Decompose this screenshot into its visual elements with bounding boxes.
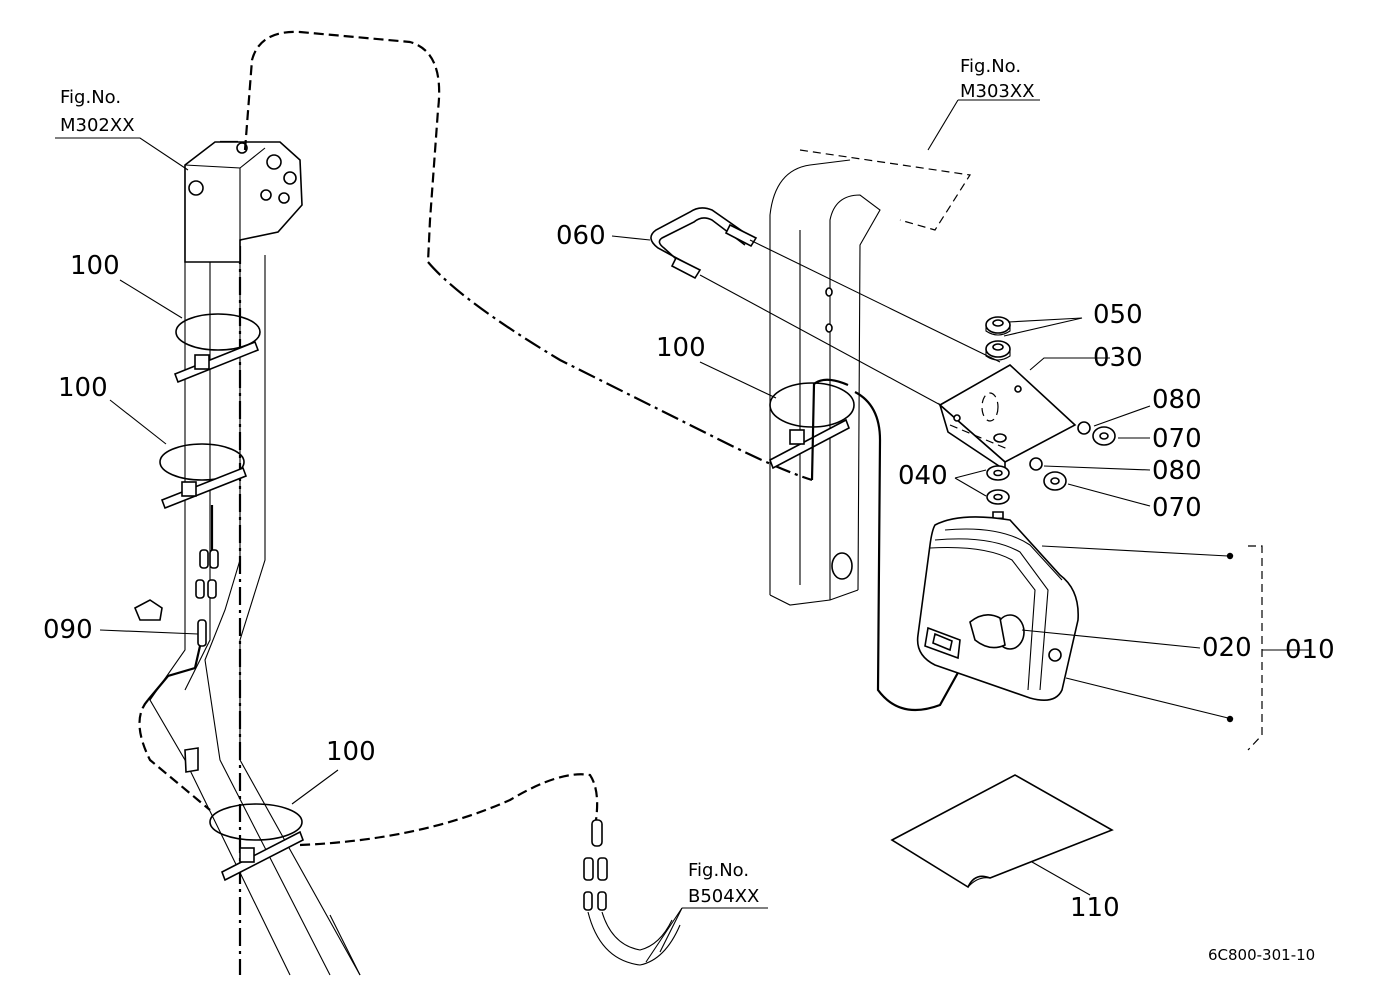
harness-cable-lower	[299, 773, 599, 847]
part-label-090: 090	[43, 615, 93, 645]
part-label-080-b: 080	[1152, 456, 1202, 486]
work-lamp-020	[916, 516, 1079, 701]
part-label-080-a: 080	[1152, 385, 1202, 415]
part-label-010: 010	[1285, 635, 1335, 665]
drawing-code: 6C800-301-10	[1208, 946, 1315, 964]
part-label-100-b: 100	[58, 373, 108, 403]
cable-tie-lower	[209, 803, 304, 882]
cable-tie-upper-2	[159, 443, 248, 510]
harness-cable-lower-left	[138, 699, 211, 811]
lamp-cable	[854, 391, 966, 712]
part-label-040: 040	[898, 461, 948, 491]
part-label-060: 060	[556, 221, 606, 251]
wire-connector-b504	[583, 819, 681, 966]
u-bolt-060	[650, 207, 1001, 409]
part-label-050: 050	[1093, 300, 1143, 330]
cable-tie-right-post	[769, 378, 855, 481]
nut-050-bottom	[985, 340, 1011, 361]
part-label-100-c: 100	[326, 737, 376, 767]
bracket-030	[938, 364, 1077, 472]
washer-040-top	[986, 465, 1010, 481]
fig-m303-title: Fig.No.	[960, 56, 1021, 77]
washer-040-bottom	[986, 489, 1010, 505]
cable-tie-upper-1	[173, 313, 261, 384]
fig-b504-code: B504XX	[688, 886, 759, 907]
left-frame-post	[133, 140, 361, 976]
part-label-070-b: 070	[1152, 493, 1202, 523]
nut-050-top	[985, 316, 1011, 336]
harness-cable-upper	[243, 30, 441, 263]
right-frame-post	[769, 149, 972, 606]
part-label-030: 030	[1093, 343, 1143, 373]
assembly-bracket	[1247, 545, 1263, 751]
fig-b504-title: Fig.No.	[688, 860, 749, 881]
part-label-020: 020	[1202, 633, 1252, 663]
nut-070-lower	[1043, 471, 1067, 491]
part-label-100-a: 100	[70, 251, 120, 281]
decal-110	[890, 774, 1114, 889]
nut-070-upper	[1092, 426, 1116, 446]
fig-m303-code: M303XX	[960, 81, 1035, 102]
wire-connector-090	[147, 505, 219, 701]
spring-washer-080-lower	[1029, 457, 1043, 471]
leader-lines	[55, 99, 1310, 963]
part-label-100-d: 100	[656, 333, 706, 363]
part-label-070-a: 070	[1152, 424, 1202, 454]
fig-m302-code: M302XX	[60, 115, 135, 136]
part-label-110: 110	[1070, 893, 1120, 923]
harness-cable-long	[427, 261, 813, 482]
fig-m302-title: Fig.No.	[60, 87, 121, 108]
spring-washer-080-upper	[1077, 421, 1091, 435]
